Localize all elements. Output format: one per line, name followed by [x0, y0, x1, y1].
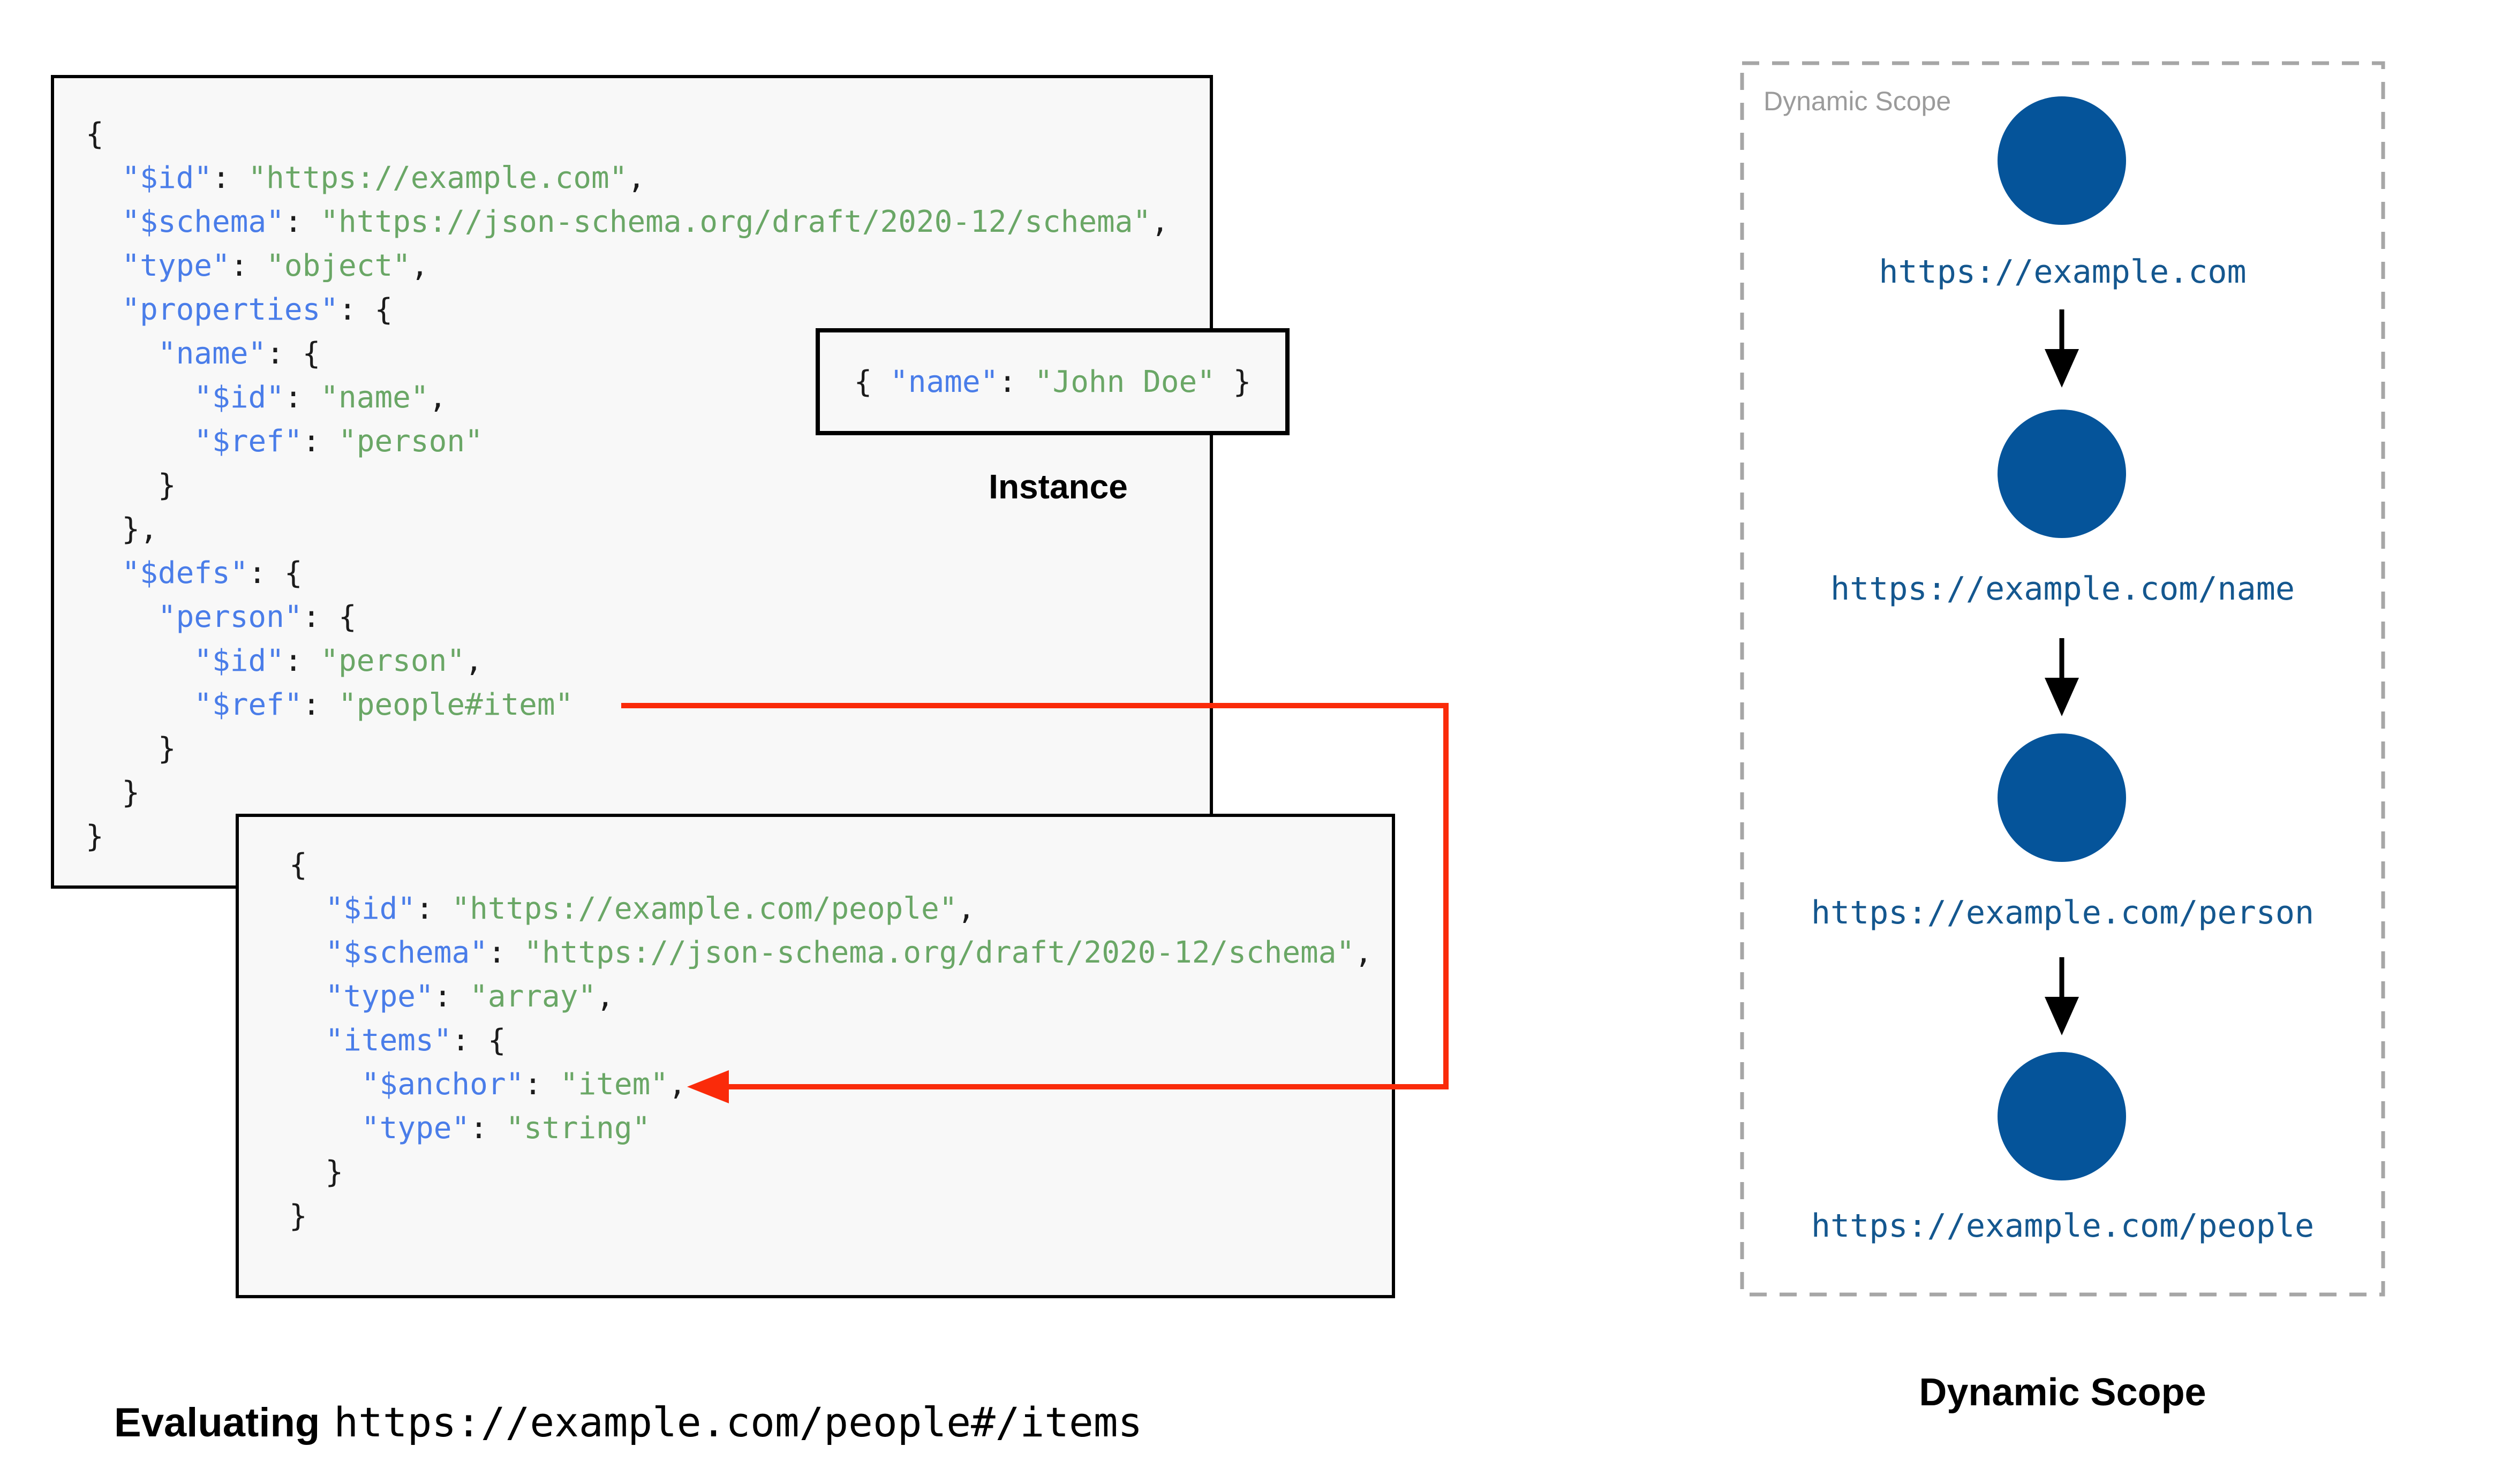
- scope-node-url-4: https://example.com/people: [1811, 1207, 2315, 1245]
- scope-node-url-2: https://example.com/name: [1830, 570, 2295, 608]
- scope-node-circle-4: [1998, 1052, 2126, 1180]
- dynamic-scope-title: Dynamic Scope: [1919, 1371, 2206, 1414]
- evaluating-caption-bold: Evaluating: [114, 1400, 320, 1445]
- instance-label: Instance: [989, 467, 1128, 506]
- scope-node-url-1: https://example.com: [1879, 253, 2247, 291]
- schema-people-code: { "$id": "https://example.com/people", "…: [289, 847, 1373, 1233]
- instance-code: { "name": "John Doe" }: [854, 364, 1252, 399]
- evaluating-caption: Evaluating https://example.com/people#/it…: [114, 1398, 1142, 1446]
- scope-node-circle-3: [1998, 733, 2126, 862]
- schema-root-code: { "$id": "https://example.com", "$schema…: [86, 117, 1169, 854]
- scope-node-circle-2: [1998, 410, 2126, 538]
- instance-box: { "name": "John Doe" }: [816, 328, 1290, 435]
- dynamic-scope-panel-label: Dynamic Scope: [1764, 86, 1951, 116]
- scope-node-url-3: https://example.com/person: [1811, 894, 2315, 932]
- evaluating-caption-url: https://example.com/people#/items: [334, 1398, 1143, 1446]
- dynamic-scope-panel: Dynamic Scope https://example.com https:…: [1742, 63, 2383, 1294]
- schema-box-people: { "$id": "https://example.com/people", "…: [236, 814, 1395, 1298]
- scope-node-circle-1: [1998, 96, 2126, 225]
